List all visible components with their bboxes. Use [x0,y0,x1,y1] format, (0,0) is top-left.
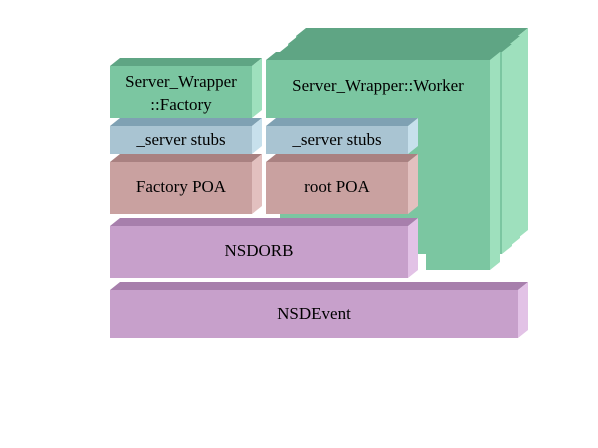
nsdevent-block: NSDEvent [110,282,528,338]
worker-stubs-block: _server stubs [266,118,418,154]
root-poa-block: root POA [266,154,418,214]
factory-block: Server_Wrapper ::Factory [110,58,262,118]
factory-label-line2: ::Factory [150,95,212,114]
nsdorb-label: NSDORB [225,241,294,260]
nsdevent-label: NSDEvent [277,304,351,323]
worker-block: Server_Wrapper::Worker [266,52,500,270]
factory-label-line1: Server_Wrapper [125,72,237,91]
factory-stubs-label: _server stubs [135,130,225,149]
worker-label: Server_Wrapper::Worker [292,76,464,95]
factory-stubs-block: _server stubs [110,118,262,154]
factory-poa-block: Factory POA [110,154,262,214]
factory-poa-label: Factory POA [136,177,227,196]
worker-stubs-label: _server stubs [291,130,381,149]
root-poa-label: root POA [304,177,370,196]
nsdorb-block: NSDORB [110,218,418,278]
